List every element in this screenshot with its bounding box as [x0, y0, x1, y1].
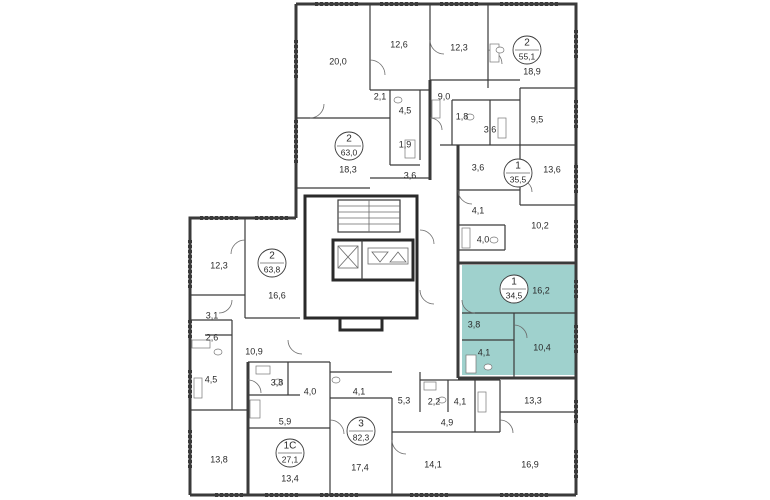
room-area: 4,1	[353, 386, 366, 396]
room-area: 4,1	[478, 347, 491, 357]
apartment-total-area: 63,8	[264, 264, 281, 274]
room-area: 4,1	[454, 396, 467, 406]
room-area: 16,9	[521, 459, 539, 469]
room-area: 4,1	[472, 205, 485, 215]
room-area: 10,4	[533, 342, 551, 352]
room-area: 10,9	[245, 346, 263, 356]
stair-elevator-core	[303, 194, 419, 332]
apartment-rooms: 1С	[284, 441, 297, 452]
room-area: 9,5	[531, 114, 544, 124]
apartment-total-area: 35,5	[510, 174, 527, 184]
highlighted-apartment[interactable]	[462, 265, 575, 375]
room-area: 13,3	[524, 395, 542, 405]
room-area: 1,9	[399, 139, 412, 149]
apartment-total-area: 34,5	[506, 290, 523, 300]
room-area: 2,2	[428, 396, 441, 406]
room-area: 4,0	[304, 386, 317, 396]
room-area: 4,5	[205, 374, 218, 384]
room-area: 13,8	[210, 454, 228, 464]
room-area: 3,8	[468, 319, 481, 329]
room-area-labels: 20,0 12,6 12,3 18,9 2,1 4,5 9,0 9,5 1,8 …	[205, 39, 561, 483]
room-area: 5,9	[279, 416, 292, 426]
apartment-rooms: 2	[346, 134, 352, 145]
room-area: 13,6	[543, 164, 561, 174]
room-area: 13,4	[281, 473, 299, 483]
room-area: 3,8	[271, 377, 284, 387]
apartment-rooms: 3	[358, 419, 364, 430]
room-area: 2,1	[374, 91, 387, 101]
apartment-badge[interactable]: 2 63,0	[334, 131, 364, 161]
apartment-badge[interactable]: 1 34,5	[499, 274, 529, 304]
room-area: 12,3	[210, 260, 228, 270]
apartment-badge[interactable]: 3 82,3	[346, 416, 376, 446]
room-area: 10,2	[531, 220, 549, 230]
apartment-total-area: 82,3	[353, 432, 370, 442]
windows	[188, 2, 578, 497]
room-area: 14,1	[424, 459, 442, 469]
interior-walls	[190, 4, 576, 495]
room-area: 18,3	[339, 164, 357, 174]
apartment-badge[interactable]: 2 63,8	[257, 248, 287, 278]
room-area: 1,8	[456, 111, 469, 121]
room-area: 12,3	[450, 42, 468, 52]
room-area: 3,1	[206, 310, 219, 320]
bathroom-fixtures	[191, 43, 507, 419]
room-area: 12,6	[390, 39, 408, 49]
room-area: 17,4	[351, 462, 369, 472]
apartment-rooms: 2	[524, 38, 530, 49]
room-area: 9,0	[438, 91, 451, 101]
room-area: 18,9	[523, 66, 541, 76]
room-area: 4,9	[441, 417, 454, 427]
doors	[218, 39, 533, 455]
room-area: 4,0	[477, 234, 490, 244]
apartment-rooms: 1	[515, 161, 521, 172]
room-area: 4,5	[399, 105, 412, 115]
apartment-rooms: 2	[269, 251, 275, 262]
room-area: 3,6	[484, 124, 497, 134]
apartment-badge[interactable]: 1С 27,1	[275, 438, 305, 468]
room-area: 16,6	[268, 290, 286, 300]
apartment-rooms: 1	[511, 277, 517, 288]
apartment-total-area: 27,1	[282, 454, 299, 464]
apartment-badge[interactable]: 1 35,5	[503, 158, 533, 188]
room-area: 3,6	[472, 162, 485, 172]
room-area: 2,6	[206, 332, 219, 342]
room-area: 3,6	[404, 170, 417, 180]
apartment-total-area: 55,1	[519, 51, 536, 61]
apartment-total-area: 63,0	[341, 147, 358, 157]
room-area: 16,2	[532, 285, 550, 295]
room-area: 5,3	[398, 395, 411, 405]
apartment-badge[interactable]: 2 55,1	[512, 35, 542, 65]
room-area: 20,0	[329, 56, 347, 66]
